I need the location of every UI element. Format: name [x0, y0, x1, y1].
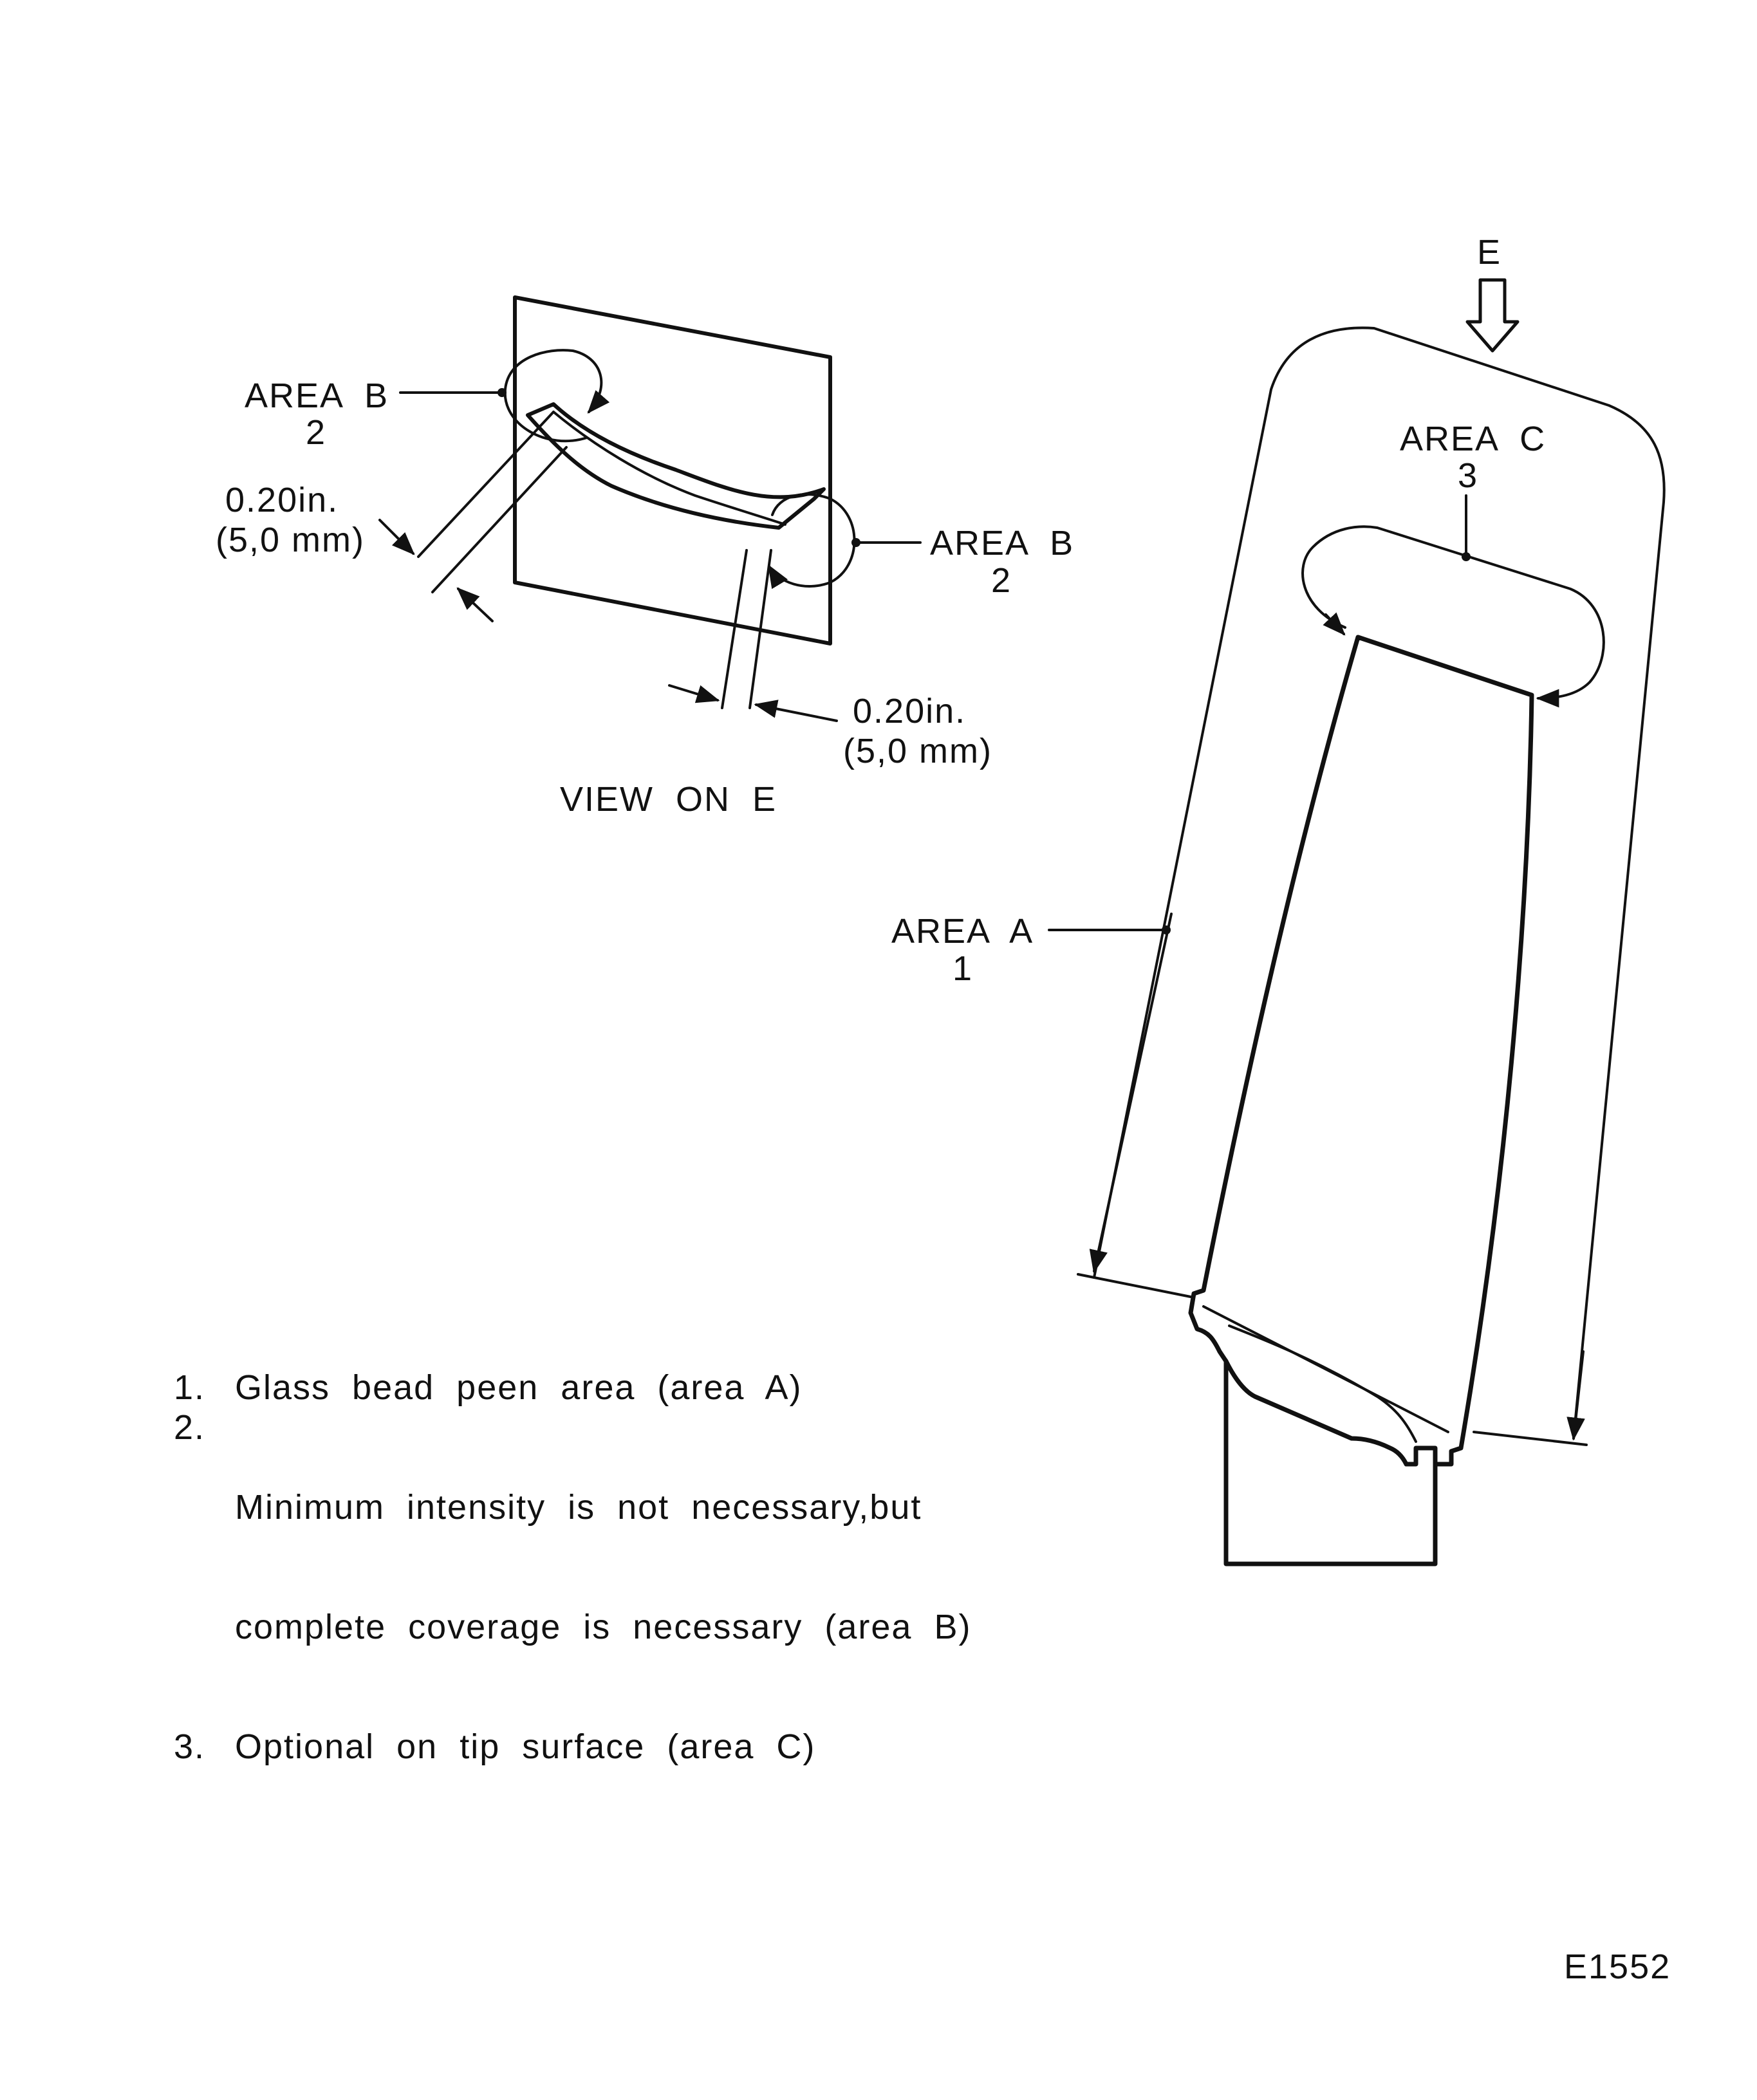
- area-c-dot: [1462, 552, 1471, 561]
- area-b-right-circle: [768, 493, 856, 590]
- note-number: 2.: [174, 1408, 206, 1447]
- dim-right-arrow-1: [668, 684, 720, 703]
- area-c-loop: [1301, 525, 1605, 708]
- note-text: Optional on tip surface (area C): [235, 1727, 816, 1766]
- note-item: 2. Minimum intensity is not necessary,bu…: [174, 1408, 1139, 1727]
- area-a-number: 1: [953, 949, 973, 988]
- area-a-base-line-right: [1473, 1431, 1588, 1446]
- dim-right-arrow-2: [754, 700, 838, 722]
- area-a-dot: [1162, 925, 1171, 934]
- area-b-right-dot: [851, 538, 860, 547]
- area-c-number: 3: [1458, 456, 1478, 495]
- area-b-left-dot: [497, 388, 507, 397]
- area-c-arrow-left: [1323, 612, 1346, 636]
- view-arrow-e-icon: [1465, 278, 1520, 353]
- dim-left-arrow-1: [378, 519, 415, 555]
- blade-airfoil-outline: [1188, 635, 1534, 1467]
- view-arrow-letter: E: [1477, 233, 1501, 272]
- dim-left-ext-2: [431, 446, 568, 593]
- dim-right-ext-1: [721, 549, 748, 709]
- area-b-left-number: 2: [306, 413, 326, 452]
- area-a-arrow-right: [1566, 1350, 1585, 1441]
- notes-list: 1. Glass bead peen area (area A) 2. Mini…: [174, 1368, 1139, 1767]
- view-on-e-detail: AREA B 2 AREA B 2 0.20in. (5,0 mm) 0.20i…: [216, 295, 1074, 819]
- dim-left-ext-1: [417, 411, 555, 558]
- area-c-label: AREA C: [1400, 420, 1546, 458]
- dim-left-arrow-2: [456, 587, 494, 622]
- note-text: Glass bead peen area (area A): [235, 1368, 803, 1407]
- note-number: 3.: [174, 1727, 206, 1766]
- area-a-boundary: [1093, 326, 1666, 1440]
- note-item: 1. Glass bead peen area (area A): [174, 1368, 1139, 1408]
- dim-right-ext-2: [748, 549, 772, 709]
- view-on-e-label: VIEW ON E: [560, 780, 777, 819]
- figure-id: E1552: [1564, 1947, 1671, 1986]
- note-item: 3. Optional on tip surface (area C): [174, 1727, 1139, 1767]
- area-a-label: AREA A: [891, 912, 1034, 951]
- area-a-base-line-left: [1077, 1273, 1192, 1298]
- note-text: Minimum intensity is not necessary,but: [235, 1488, 922, 1527]
- blade-side-view: E AREA C 3 AREA A 1: [891, 233, 1666, 1566]
- airfoil-section: [526, 402, 826, 530]
- area-a-arrow-left: [1089, 913, 1173, 1274]
- view-panel-outline: [513, 295, 832, 646]
- note-number: 1.: [174, 1368, 206, 1407]
- area-b-right-number: 2: [991, 561, 1012, 600]
- dim-right-inch: 0.20in.: [853, 692, 966, 730]
- blade-platform-fillet: [1228, 1324, 1417, 1443]
- area-b-right-label: AREA B: [930, 524, 1074, 562]
- dim-left-inch: 0.20in.: [225, 481, 339, 519]
- dim-left-mm: (5,0 mm): [216, 521, 365, 559]
- dim-right-mm: (5,0 mm): [843, 732, 992, 770]
- note-text: complete coverage is necessary (area B): [235, 1608, 972, 1646]
- area-b-left-label: AREA B: [245, 376, 389, 415]
- blade-root-shank: [1223, 1359, 1438, 1566]
